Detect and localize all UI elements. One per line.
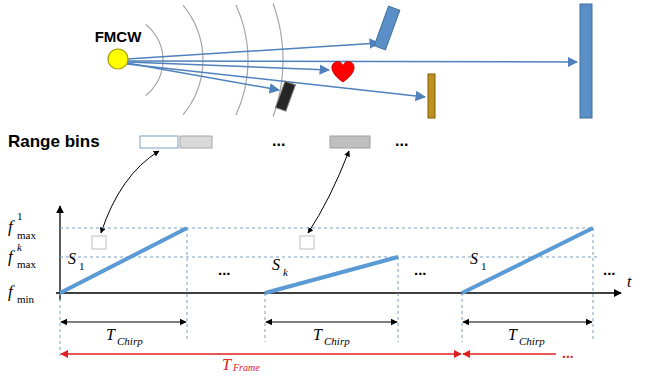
rays	[127, 43, 577, 97]
heart	[332, 62, 354, 82]
chirp-duration	[61, 321, 186, 322]
wavefront	[236, 5, 248, 115]
superscript: k	[17, 242, 22, 253]
guide	[462, 293, 463, 342]
subscript: 1	[79, 261, 85, 272]
slope-label: S	[68, 251, 76, 267]
superscript: 1	[17, 211, 23, 222]
chirp	[265, 257, 398, 293]
duration-label: T	[508, 327, 517, 343]
frame-duration	[463, 353, 556, 354]
guide	[265, 293, 266, 342]
axis-symbol: f	[8, 248, 13, 265]
slope-label: S	[272, 257, 280, 273]
chirps	[60, 228, 593, 293]
guides	[60, 228, 598, 358]
frequency-axis	[59, 206, 60, 300]
subscript: k	[283, 267, 288, 278]
chirp-duration	[266, 321, 397, 322]
reflector	[374, 6, 400, 50]
wall	[580, 4, 592, 118]
duration-label: T	[222, 357, 231, 373]
axis-symbol: f	[8, 218, 13, 235]
ellipsis: ...	[414, 262, 427, 277]
wavefront	[183, 5, 203, 114]
axis-symbol: t	[627, 274, 631, 290]
axis-symbol: f	[8, 283, 13, 300]
ellipsis: ...	[603, 262, 616, 277]
range-bin	[180, 136, 212, 148]
guide	[398, 257, 399, 342]
subscript: max	[17, 230, 36, 241]
guide	[593, 228, 594, 342]
duration-label: T	[313, 327, 322, 343]
fmax-line	[60, 257, 598, 258]
chirp-duration	[463, 321, 592, 322]
ellipsis: ...	[562, 346, 574, 360]
section-label: Range bins	[8, 133, 100, 150]
radar-node: FMCW	[95, 29, 142, 71]
durations	[61, 321, 592, 322]
chirp	[60, 228, 187, 293]
radar-source	[106, 47, 130, 71]
radar-source	[108, 49, 128, 69]
wavefronts	[146, 4, 283, 117]
ellipsis: ...	[272, 133, 285, 149]
frame-duration	[61, 353, 461, 354]
range-bin	[330, 136, 370, 148]
device	[276, 81, 296, 111]
ray	[127, 64, 425, 97]
slope-label: S	[470, 251, 478, 267]
bin-mark	[92, 236, 106, 249]
ray	[128, 62, 329, 70]
bin-mark	[300, 236, 314, 249]
subscript: Chirp	[117, 336, 143, 347]
ellipsis: ...	[395, 133, 408, 149]
subscript: Chirp	[324, 336, 350, 347]
fmax-line	[60, 228, 592, 229]
subscript: max	[17, 259, 36, 270]
duration-label: T	[106, 327, 115, 343]
subscript: Chirp	[519, 336, 545, 347]
time-axis	[56, 292, 621, 293]
mapping-arrow	[308, 151, 349, 233]
node-label: FMCW	[95, 29, 142, 45]
chirp	[462, 228, 593, 293]
guide	[60, 293, 61, 358]
ellipsis: ...	[218, 262, 231, 277]
wavefront	[146, 25, 163, 96]
subscript: 1	[481, 261, 487, 272]
range-bin	[140, 136, 178, 148]
ray	[128, 61, 577, 62]
plate	[428, 74, 435, 118]
subscript: Frame	[233, 363, 260, 373]
subscript: min	[17, 294, 34, 305]
ray	[127, 43, 379, 59]
guide	[187, 228, 188, 342]
mapping-arrow	[101, 151, 159, 233]
